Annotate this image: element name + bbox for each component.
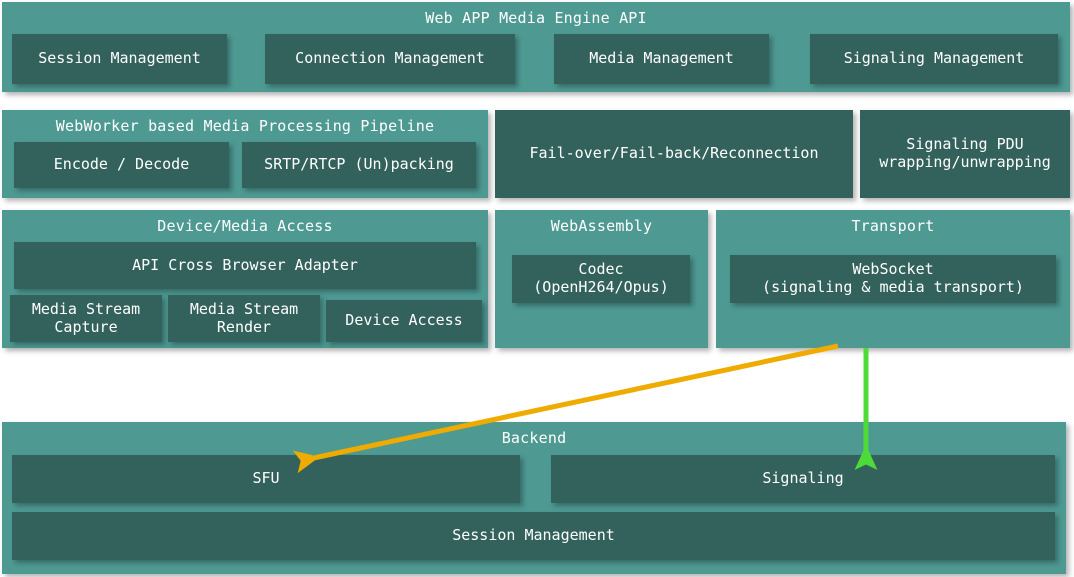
device-access-item-device-access[interactable]: Device Access bbox=[326, 300, 482, 342]
api-item-connection-management[interactable]: Connection Management bbox=[265, 34, 515, 84]
layer-backend: Backend SFU Signaling Session Management bbox=[2, 422, 1066, 574]
api-item-session-management[interactable]: Session Management bbox=[12, 34, 227, 84]
layer-title-backend: Backend bbox=[501, 429, 567, 447]
api-item-media-management[interactable]: Media Management bbox=[554, 34, 769, 84]
webassembly-item-codec[interactable]: Codec (OpenH264/Opus) bbox=[512, 255, 690, 303]
api-item-signaling-management[interactable]: Signaling Management bbox=[810, 34, 1058, 84]
backend-item-signaling[interactable]: Signaling bbox=[551, 455, 1055, 503]
backend-footer-session-management[interactable]: Session Management bbox=[12, 512, 1055, 560]
layer-fail-over-fail-back-reconnection[interactable]: Fail-over/Fail-back/Reconnection bbox=[495, 110, 853, 198]
layer-title-pipeline: WebWorker based Media Processing Pipelin… bbox=[55, 117, 435, 135]
layer-title-transport: Transport bbox=[851, 217, 935, 235]
layer-signaling-pdu-wrapping[interactable]: Signaling PDU wrapping/unwrapping bbox=[860, 110, 1070, 198]
layer-web-app-media-engine-api: Web APP Media Engine API Session Managem… bbox=[2, 2, 1070, 92]
device-access-item-media-stream-capture[interactable]: Media Stream Capture bbox=[10, 295, 162, 342]
layer-transport: Transport WebSocket (signaling & media t… bbox=[716, 210, 1070, 348]
layer-title-api: Web APP Media Engine API bbox=[425, 9, 647, 27]
backend-item-sfu[interactable]: SFU bbox=[12, 455, 520, 503]
layer-webworker-media-processing-pipeline: WebWorker based Media Processing Pipelin… bbox=[2, 110, 488, 198]
layer-webassembly: WebAssembly Codec (OpenH264/Opus) bbox=[495, 210, 708, 348]
layer-title-device-media-access: Device/Media Access bbox=[157, 217, 333, 235]
device-access-api-cross-browser-adapter[interactable]: API Cross Browser Adapter bbox=[14, 242, 476, 289]
layer-device-media-access: Device/Media Access API Cross Browser Ad… bbox=[2, 210, 488, 348]
pipeline-item-srtp-rtcp-unpacking[interactable]: SRTP/RTCP (Un)packing bbox=[242, 142, 476, 188]
layer-title-webassembly: WebAssembly bbox=[550, 217, 653, 235]
device-access-item-media-stream-render[interactable]: Media Stream Render bbox=[168, 295, 320, 342]
transport-item-websocket[interactable]: WebSocket (signaling & media transport) bbox=[730, 255, 1056, 303]
pipeline-item-encode-decode[interactable]: Encode / Decode bbox=[14, 142, 229, 188]
